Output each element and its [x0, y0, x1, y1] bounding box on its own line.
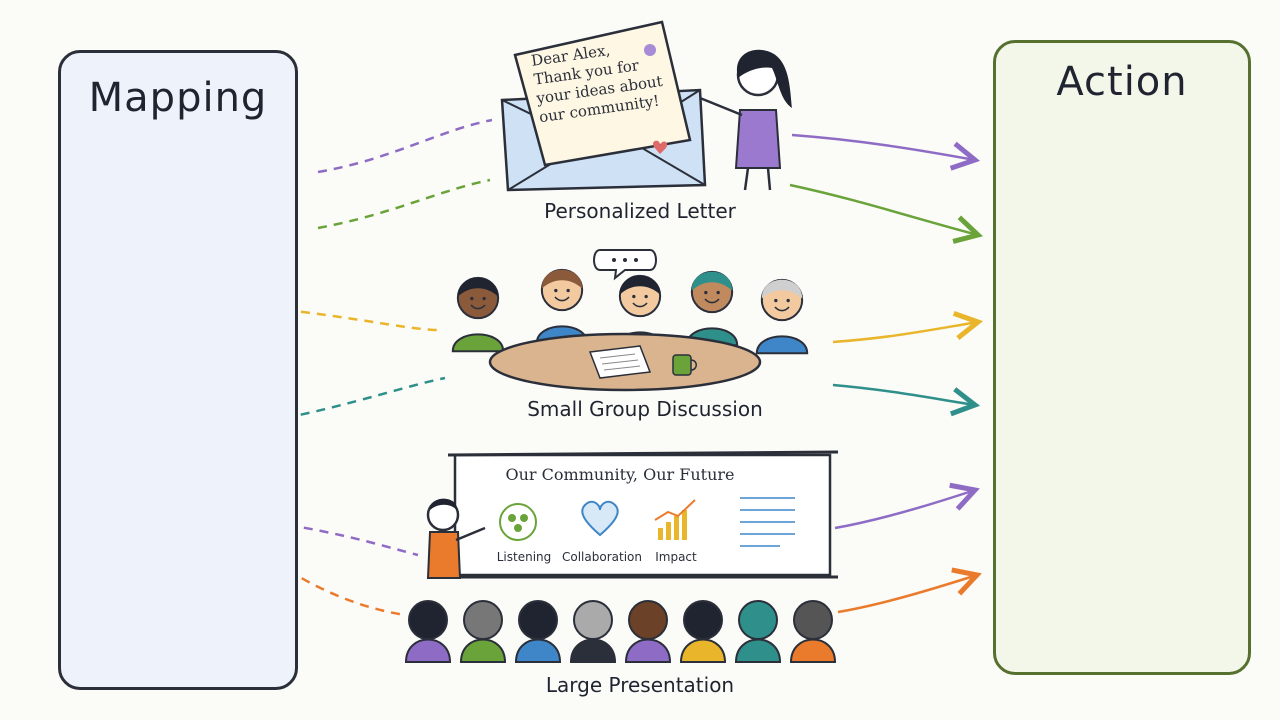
audience-member [461, 601, 505, 662]
connector-map-to-letter-purple [318, 120, 492, 172]
group-discussion-illustration [453, 250, 807, 390]
audience-member [406, 601, 450, 662]
discussion-person [453, 278, 503, 352]
discussion-person [757, 280, 807, 354]
audience-member [626, 601, 670, 662]
collaboration-label: Collaboration [560, 550, 644, 564]
discussion-person [687, 272, 737, 346]
discussion-person [537, 270, 587, 344]
connector-people-to-group-teal [285, 378, 445, 418]
audience-member [791, 601, 835, 662]
arrow-letter-to-action-green [790, 185, 978, 235]
arrow-presentation-to-action-orange [838, 575, 977, 612]
arrow-group-to-action-teal [833, 385, 975, 405]
connector-people-to-presentation-orange [288, 570, 405, 615]
audience-member [681, 601, 725, 662]
arrow-presentation-to-action-purple [835, 490, 975, 528]
connector-people-to-presentation-purple [288, 525, 418, 555]
connector-map-to-letter-green [318, 180, 490, 228]
listening-label: Listening [492, 550, 556, 564]
large-presentation-caption: Large Presentation [500, 673, 780, 697]
audience-member [516, 601, 560, 662]
presentation-board-title: Our Community, Our Future [470, 465, 770, 484]
small-group-discussion-caption: Small Group Discussion [480, 397, 810, 421]
action-title: Action [996, 59, 1248, 105]
personalized-letter-caption: Personalized Letter [500, 199, 780, 223]
connector-people-to-group-yellow [285, 310, 440, 330]
mapping-title: Mapping [61, 75, 295, 121]
action-panel: Action [993, 40, 1251, 675]
audience-member [736, 601, 780, 662]
arrow-letter-to-action-purple [792, 135, 975, 160]
mapping-panel: Mapping [58, 50, 298, 690]
arrow-group-to-action-yellow [833, 322, 978, 342]
audience-member [571, 601, 615, 662]
impact-label: Impact [648, 550, 704, 564]
